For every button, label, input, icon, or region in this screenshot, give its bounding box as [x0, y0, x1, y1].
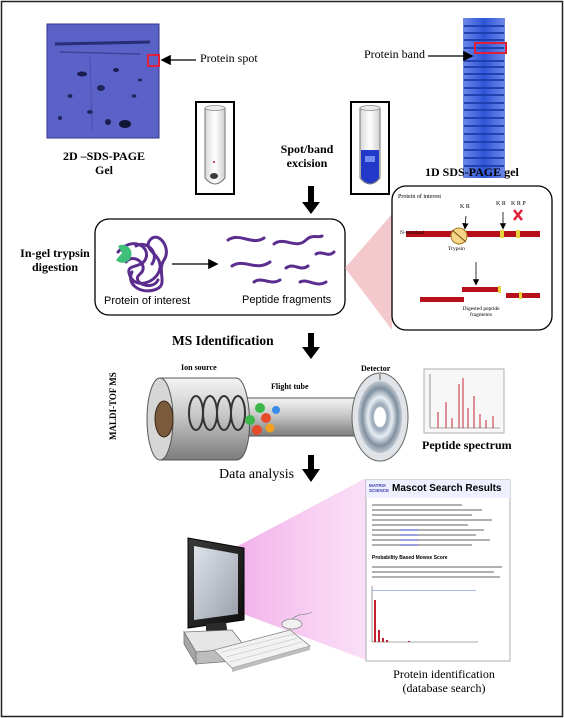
excision-label-line2: excision — [286, 155, 328, 170]
inset-digested-label: Digested peptide fragments — [446, 306, 516, 319]
protein-band-label: Protein band — [364, 47, 425, 61]
mascot-logo: MATRIX SCIENCE — [369, 483, 389, 493]
inset-kr-1: K R — [460, 204, 470, 210]
gel-2d-image — [46, 23, 160, 139]
inset-title: Protein of interest — [398, 194, 441, 200]
data-analysis-label: Data analysis — [219, 467, 295, 482]
digested-fragments-drawing — [420, 286, 540, 302]
mascot-section-heading: Probability Based Mowse Score — [372, 555, 448, 561]
ion-source-label: Ion source — [181, 363, 217, 372]
detector-label: Detector — [361, 364, 391, 373]
inset-kr-2: K R — [496, 201, 506, 207]
gel-1d-lane — [463, 18, 505, 178]
trypsin-scissor-icon — [450, 227, 468, 245]
mascot-logo-line1: MATRIX — [369, 483, 386, 488]
peptide-spectrum-plot — [423, 368, 505, 434]
excision-label-line1: Spot/band — [280, 142, 334, 156]
computer-illustration — [183, 537, 313, 672]
analysis-down-arrow — [302, 455, 320, 482]
screen-projection-beam — [238, 478, 366, 660]
tube-1d-excision — [350, 101, 390, 195]
inset-n-terminal: N-terminal — [400, 230, 425, 236]
gel-2d-label-line1: 2D –SDS-PAGE — [62, 149, 146, 163]
digestion-label-line2: digestion — [31, 259, 78, 274]
mascot-title: Mascot Search Results — [392, 483, 502, 494]
digestion-box — [94, 218, 346, 316]
peptide-fragments — [226, 234, 336, 286]
tube-2d-excision — [195, 101, 235, 195]
excision-label: Spot/band excision — [262, 142, 352, 171]
protein-spot-marker — [147, 54, 160, 67]
protein-band-marker — [474, 42, 507, 54]
protein-coil — [116, 235, 168, 293]
digestion-label: In-gel trypsin digestion — [12, 246, 98, 275]
ms-identification-label: MS Identification — [172, 333, 274, 348]
protein-spot-label: Protein spot — [200, 51, 258, 65]
inset-trypsin: Trypsin — [448, 246, 465, 252]
inset-krp: K R P — [511, 201, 526, 207]
protein-identification-line2: (database search) — [402, 680, 486, 695]
protein-of-interest-label: Protein of interest — [104, 295, 191, 307]
digestion-label-line1: In-gel trypsin — [20, 246, 90, 260]
gel-2d-label-line2: Gel — [95, 162, 113, 177]
maldi-tof-instrument — [146, 372, 409, 462]
ms-down-arrow — [302, 333, 320, 359]
flight-tube-label: Flight tube — [271, 382, 309, 391]
protein-identification-label: Protein identification (database search) — [376, 667, 512, 696]
mascot-logo-line2: SCIENCE — [369, 488, 390, 494]
gel-1d-label: 1D SDS-PAGE gel — [425, 165, 519, 179]
trypsin-enzyme-icon — [116, 244, 132, 263]
peptide-spectrum-label: Peptide spectrum — [422, 438, 512, 452]
excision-down-arrow — [302, 186, 320, 214]
gel-2d-label: 2D –SDS-PAGE Gel — [54, 149, 154, 178]
inset-pointer-wedge — [345, 214, 392, 330]
maldi-tof-label: MALDI-TOF MS — [108, 372, 118, 440]
protein-identification-line1: Protein identification — [393, 667, 495, 681]
peptide-fragments-label: Peptide fragments — [242, 294, 332, 306]
inset-digested-line1: Digested peptide — [462, 306, 500, 312]
inset-digested-line2: fragments — [470, 312, 492, 319]
mascot-results-screenshot — [365, 479, 511, 662]
